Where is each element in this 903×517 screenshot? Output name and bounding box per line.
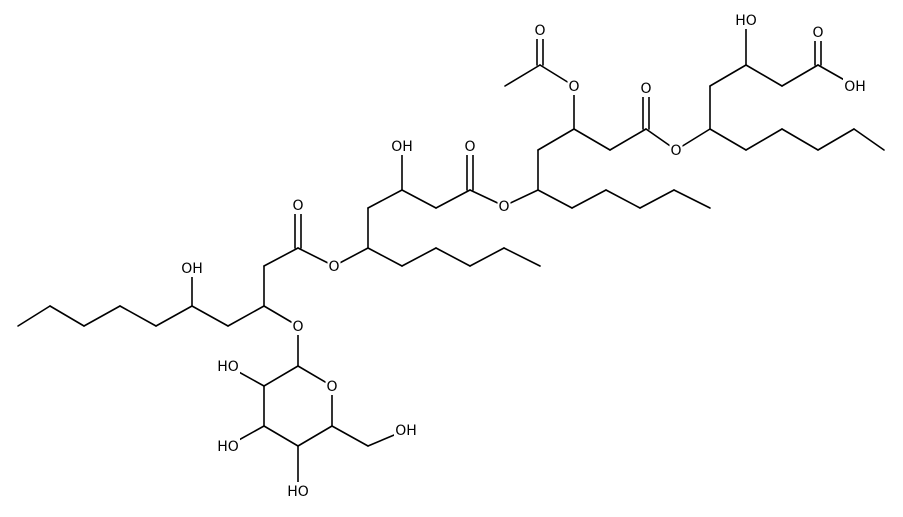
bond [17,305,51,327]
atom-label-background [811,23,825,41]
bond [435,189,471,209]
bond [83,305,121,327]
atom-label: O [326,379,337,395]
atom-label-background [325,377,339,395]
atom-label: O [328,259,339,275]
bond [504,64,541,87]
atom-label-background [394,421,418,439]
bond [609,128,647,151]
atom-o-acid: O [811,23,825,41]
atom-label: O [670,143,681,159]
atom-label: O [292,319,303,335]
bond [745,128,783,151]
atom-label-background [843,77,867,95]
atom-label-background [390,137,414,155]
atom-label-background [291,317,305,335]
bond [469,247,505,267]
atom-o-glyco: O [291,317,305,335]
atom-label-background [497,197,511,215]
bond [781,64,819,87]
bond [367,189,403,209]
atom-o-acetyl-carb: O [533,21,547,39]
bond [367,247,403,267]
bond [263,425,299,447]
bond [119,305,157,327]
bond [673,189,711,209]
atom-label-background [286,482,310,500]
atom-oh-s3: HO [216,437,240,455]
atom-o-ester2: O [497,197,511,215]
atom-label: OH [391,139,413,155]
atom-label-background [669,141,683,159]
atom-oh-ch2: OH [394,421,418,439]
atom-label-background [463,137,477,155]
bond [537,128,575,151]
atom-label-background [567,77,581,95]
atom-label-background [327,257,341,275]
bond [331,425,369,447]
bond [817,128,855,151]
bond [605,189,641,209]
atom-label: HO [287,484,309,500]
atom-oh-left: OH [180,259,204,277]
atom-label-background [216,437,240,455]
bond [503,247,541,267]
bond [709,64,747,87]
bond [401,189,437,209]
atom-label: O [640,81,651,97]
atom-oh-mid: OH [390,137,414,155]
atom-o-ring: O [325,377,339,395]
atom-o-ester1-carb: O [639,79,653,97]
bond [155,305,193,327]
atom-label: O [292,198,303,214]
bond [573,128,611,151]
bond [191,305,229,327]
bond [401,247,437,267]
atom-label: O [534,23,545,39]
bond [639,189,675,209]
atom-o-acetyl-link: O [567,77,581,95]
bond [709,128,747,151]
atom-label: OH [395,423,417,439]
bond [263,365,299,387]
atom-oh-s4: HO [286,482,310,500]
bond [853,128,885,151]
atom-o-ester3-carb: O [291,196,305,214]
bond [537,189,573,209]
atom-label-background [734,11,758,29]
bond [263,247,299,267]
bond [297,425,333,447]
atom-label-background [180,259,204,277]
atom-label: OH [844,79,866,95]
atom-label: HO [735,13,757,29]
atom-label: O [568,79,579,95]
bond [435,247,471,267]
atom-oh-acid: OH [843,77,867,95]
atom-o-ester3: O [327,257,341,275]
atom-o-ester2-carb: O [463,137,477,155]
atom-label-background [216,357,240,375]
bond [227,305,265,327]
atom-label: O [812,25,823,41]
atom-label: OH [181,261,203,277]
bond [781,128,819,151]
atom-label-background [533,21,547,39]
bond-lines [17,19,885,492]
atom-label: HO [217,439,239,455]
atom-o-ester1: O [669,141,683,159]
atom-label: O [498,199,509,215]
atom-label-background [291,196,305,214]
bond [745,64,783,87]
atom-label: O [464,139,475,155]
bond [571,189,607,209]
atom-label-background [639,79,653,97]
atom-oh-s2: HO [216,357,240,375]
bond [49,305,85,327]
atom-oh-top: HO [734,11,758,29]
atom-label: HO [217,359,239,375]
